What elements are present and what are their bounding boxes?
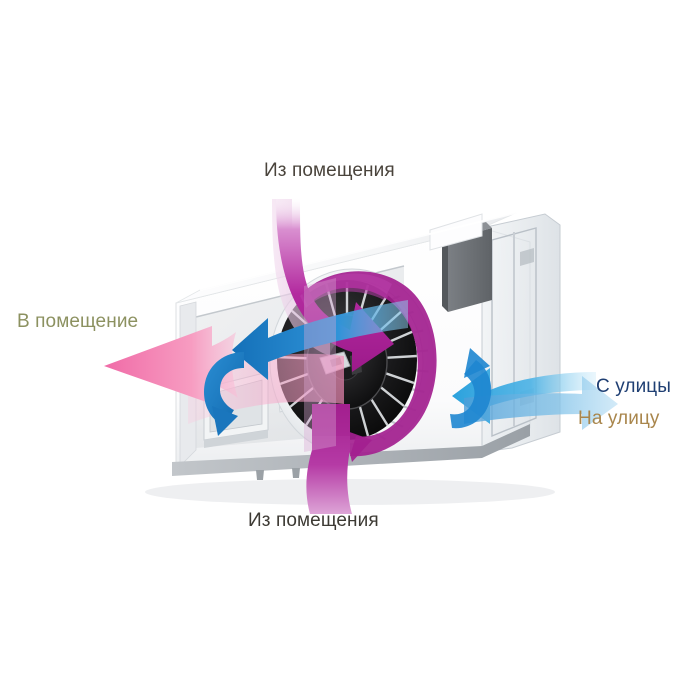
label-supply-into-room: В помещение	[17, 311, 139, 332]
motor-box-outline	[429, 213, 483, 251]
motor-box-side	[442, 234, 448, 312]
flow-arrow-intake-turn	[204, 352, 244, 436]
flow-arrow-intake-from-street	[232, 300, 408, 380]
motor-box	[448, 228, 492, 312]
flow-arrow-fan-rotation	[300, 271, 437, 462]
flow-vertical-pale-band	[304, 278, 336, 452]
casing-base-plate	[172, 424, 530, 476]
casing-right-inner-frame	[491, 227, 537, 438]
casing-right-bracket	[520, 248, 534, 266]
internal-filter-box-tab	[204, 430, 268, 448]
casing-top-highlight	[199, 212, 517, 291]
label-exhaust-to-street: На улицу	[578, 408, 660, 429]
flow-arrow-supply-into-room-left	[104, 326, 238, 404]
label-exhaust-from-room-bottom: Из помещения	[248, 510, 379, 531]
flow-arrow-to-street-turn	[450, 348, 492, 429]
label-intake-from-street: С улицы	[596, 376, 672, 397]
flow-arrow-exhaust-to-street	[464, 376, 618, 430]
casing-base-foot-2	[292, 468, 300, 478]
casing-base-foot-1	[256, 470, 264, 480]
flow-arrow-exhaust-from-room-bottom	[306, 404, 352, 514]
label-exhaust-from-room-top: Из помещения	[264, 160, 395, 181]
